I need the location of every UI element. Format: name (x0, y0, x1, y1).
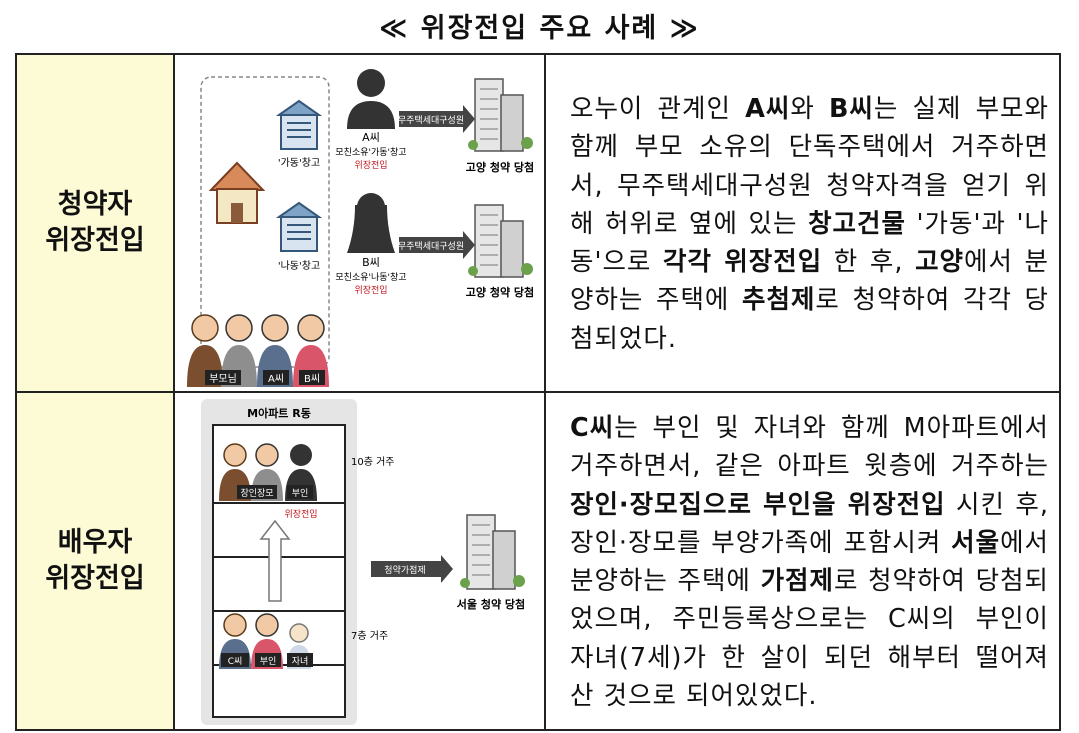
warehouse-a-label: '가동'창고 (278, 157, 320, 169)
c-label: C씨 (228, 656, 243, 667)
emphasis-text: 각각 위장전입 (663, 247, 823, 278)
description-text: C씨는 부인 및 자녀와 함께 M아파트에서 거주하면서, 같은 아파트 윗층에… (570, 409, 1049, 715)
family-a-label: A씨 (268, 373, 284, 385)
arrow-up-icon (259, 519, 291, 602)
win-label: 고양 청약 당첨 (466, 160, 534, 174)
person-a-label: A씨 (362, 131, 380, 144)
arrow-right-icon (399, 231, 475, 259)
body-text: 오누이 관계인 (570, 94, 746, 125)
label-line: 위장전입 (45, 225, 145, 256)
family-b-label: B씨 (304, 373, 320, 385)
emphasis-text: 추첨제 (742, 285, 816, 316)
body-text: 한 후, (822, 247, 916, 278)
body-text: 로 청약하여 각각 당첨되었다. (570, 285, 1049, 354)
warehouse-b-label: '나동'창고 (278, 260, 320, 272)
applicant-diagram: '가동'창고 '나동'창고 A씨 (187, 69, 534, 387)
building-label: M아파트 R동 (247, 406, 311, 420)
moved-label: 위장전입 (354, 159, 387, 171)
label-line: 청약자 (57, 188, 133, 220)
person-b-note: 모친소유'나동'창고 (335, 272, 406, 283)
floor-7-label: 7층 거주 (351, 630, 388, 642)
spouse-diagram: M아파트 R동 장인장모 (201, 399, 525, 725)
person-a-note: 모친소유'가동'창고 (335, 147, 406, 158)
case-label-applicant: 청약자 위장전입 (15, 53, 175, 393)
illustration-spouse: M아파트 R동 장인장모 (173, 391, 546, 731)
apartment-building-icon (468, 78, 533, 152)
warehouse-icon (275, 99, 323, 150)
moved-label: 위장전입 (284, 508, 317, 520)
emphasis-text: 서울 (951, 527, 1001, 558)
win-label: 고양 청약 당첨 (466, 285, 534, 299)
emphasis-text: A씨 (745, 94, 791, 125)
person-silhouette-icon (347, 69, 395, 129)
description-text: 오누이 관계인 A씨와 B씨는 실제 부모와 함께 부모 소유의 단독주택에서 … (570, 90, 1049, 358)
arrow-label: 무주택세대구성원 (398, 241, 464, 252)
person-silhouette-icon (347, 193, 395, 253)
body-text: 는 부인 및 자녀와 함께 M아파트에서 거주하면서, 같은 아파트 윗층에 거… (570, 413, 1049, 482)
person-b-label: B씨 (362, 256, 380, 269)
house-icon (208, 161, 266, 224)
in-laws-label: 장인장모 (240, 488, 273, 499)
body-text: 에서 분양하는 주택에 (570, 247, 1049, 316)
emphasis-text: B씨 (828, 94, 874, 125)
emphasis-text: 장인·장모집으로 부인을 위장전입 (570, 489, 946, 520)
label-line: 배우자 (57, 526, 133, 558)
apartment-building-icon (468, 204, 533, 278)
case-row-applicant: 청약자 위장전입 (15, 53, 1061, 393)
wife-label: 부인 (260, 656, 277, 667)
page-title: ≪ 위장전입 주요 사례 ≫ (379, 13, 700, 44)
illustration-applicant: '가동'창고 '나동'창고 A씨 (173, 53, 546, 393)
emphasis-text: 창고건물 (808, 208, 906, 239)
floor-10-label: 10층 거주 (351, 456, 395, 468)
warehouse-icon (275, 201, 323, 252)
arrow-right-icon (371, 555, 453, 583)
emphasis-text: 고양 (915, 247, 964, 278)
case-row-spouse: 배우자 위장전입 M아파트 R동 (15, 391, 1061, 731)
moved-label: 위장전입 (354, 284, 387, 296)
emphasis-text: C씨 (570, 413, 615, 443)
body-text: 시킨 후, 장인·장모를 부양가족에 포함시켜 (570, 489, 1049, 558)
win-label: 서울 청약 당첨 (457, 597, 525, 611)
apartment-building-icon (460, 514, 525, 590)
body-text: 로 청약하여 당첨되었으며, 주민등록상으로는 C씨의 부인이 자녀(7세)가 … (570, 566, 1049, 711)
case-table: 청약자 위장전입 (15, 53, 1061, 731)
case-label-spouse: 배우자 위장전입 (15, 391, 175, 731)
arrow-right-icon (399, 105, 475, 133)
family-parents-label: 부모님 (209, 373, 237, 385)
body-text: 에서 분양하는 주택에 (570, 527, 1049, 596)
body-text: 는 실제 부모와 함께 부모 소유의 단독주택에서 거주하면서, 무주택세대구성… (570, 94, 1049, 239)
label-line: 위장전입 (45, 563, 145, 594)
emphasis-text: 가점제 (760, 566, 834, 596)
body-text: '가동'과 '나동'으로 (570, 208, 1049, 278)
arrow-label: 청약가점제 (384, 564, 425, 576)
wife-top-label: 부인 (292, 488, 309, 499)
child-label: 자녀 (292, 656, 309, 667)
case-description-applicant: 오누이 관계인 A씨와 B씨는 실제 부모와 함께 부모 소유의 단독주택에서 … (544, 53, 1061, 393)
arrow-label: 무주택세대구성원 (398, 115, 464, 126)
case-description-spouse: C씨는 부인 및 자녀와 함께 M아파트에서 거주하면서, 같은 아파트 윗층에… (544, 391, 1061, 731)
body-text: 와 (790, 94, 829, 125)
